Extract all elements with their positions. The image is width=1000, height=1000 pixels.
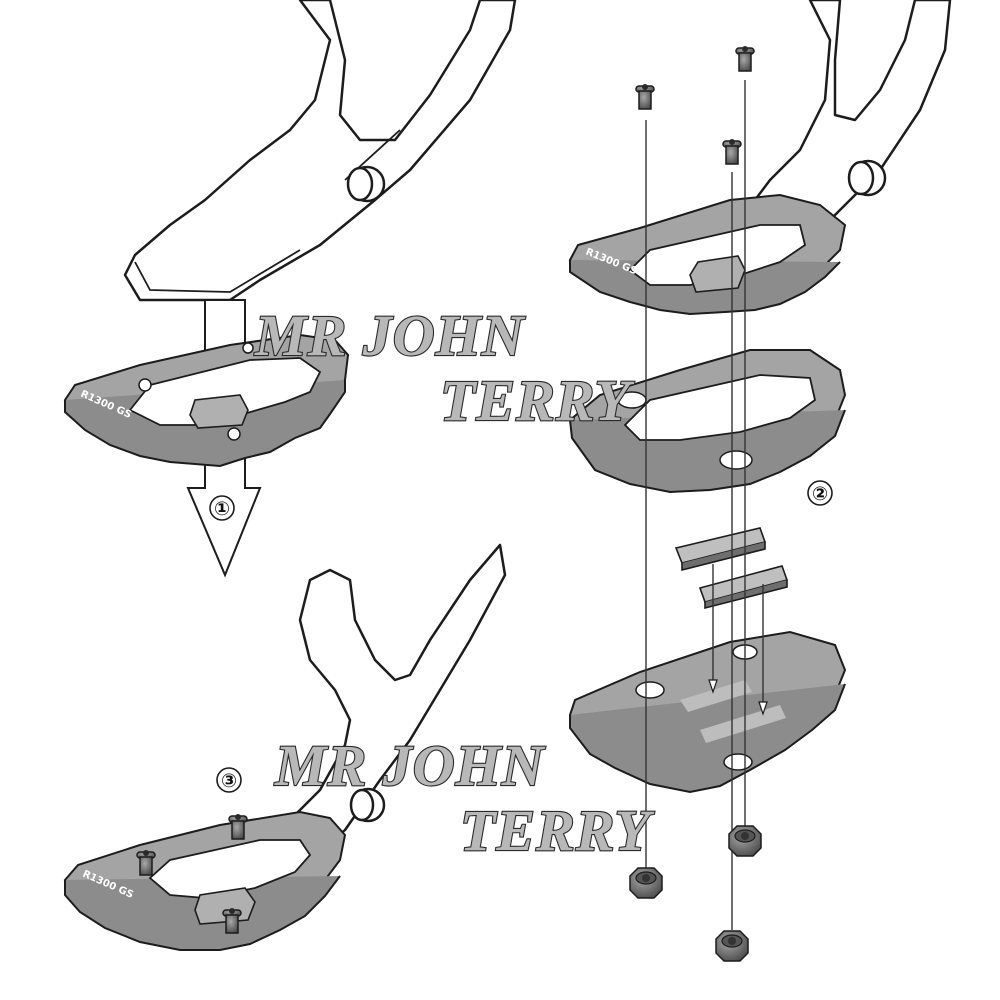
watermark-line2: TERRY xyxy=(440,368,634,433)
bolt-icon xyxy=(222,907,242,934)
bolt-icon xyxy=(635,83,655,110)
bolt-icon xyxy=(735,45,755,72)
step3-number: ③ xyxy=(221,770,237,792)
step2-base-plate xyxy=(568,630,847,794)
step2-adhesive-pads xyxy=(674,527,789,610)
nut-icon xyxy=(715,930,749,962)
step1-number: ① xyxy=(214,498,230,520)
step3-illustration: R1300 GS xyxy=(63,543,507,951)
step1-illustration: R1300 GS xyxy=(63,0,517,578)
bolt-icon xyxy=(136,849,156,876)
bolt-icon xyxy=(228,813,248,840)
step2-illustration: R1300 GS xyxy=(568,0,952,962)
nut-icon xyxy=(629,867,663,899)
step3-plate: R1300 GS xyxy=(63,810,347,951)
step2-guide-lines xyxy=(645,80,764,930)
step1-stand-leg xyxy=(123,0,517,302)
watermark-line2: TERRY xyxy=(460,798,654,863)
nut-icon xyxy=(728,825,762,857)
step2-pad-arrows xyxy=(708,679,768,716)
watermark-line1: MR JOHN xyxy=(254,303,526,368)
watermark-line1: MR JOHN xyxy=(274,733,546,798)
step1-plate: R1300 GS xyxy=(63,333,350,468)
watermark-bottom: MR JOHN TERRY xyxy=(273,732,655,864)
bolt-icon xyxy=(722,138,742,165)
watermark-top: MR JOHN TERRY xyxy=(253,302,635,434)
step2-number: ② xyxy=(812,483,828,505)
step2-middle-frame xyxy=(568,349,847,494)
step2-top-plate: R1300 GS xyxy=(568,193,847,316)
